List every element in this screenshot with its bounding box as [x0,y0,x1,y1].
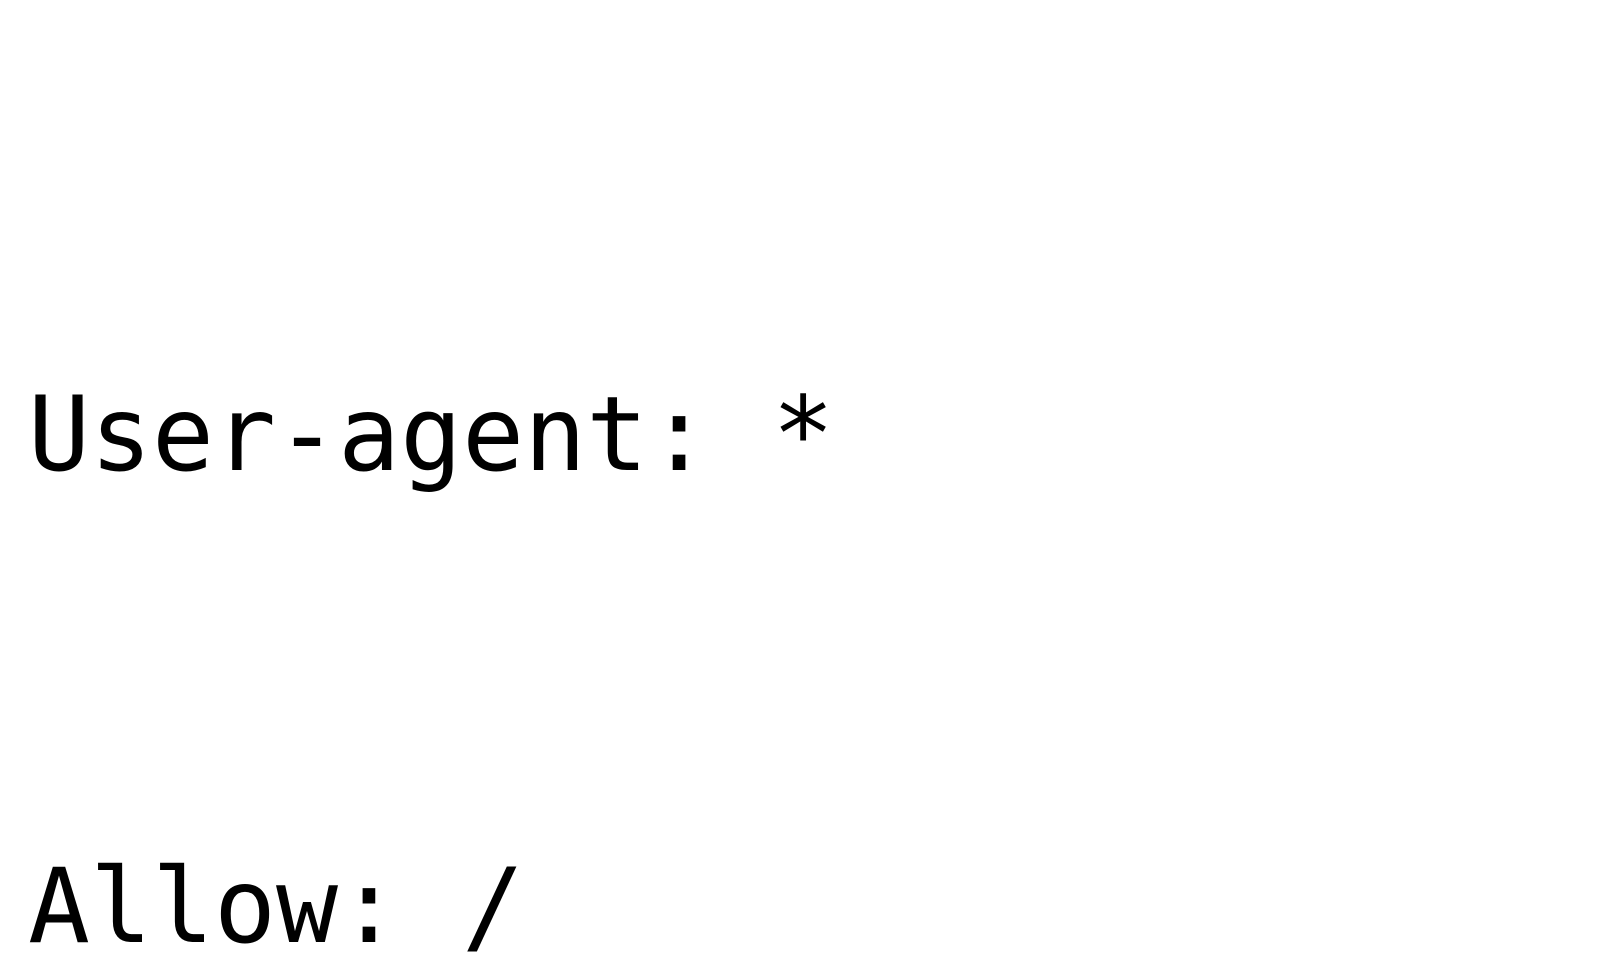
robots-line-allow-root: Allow: / [28,847,525,967]
robots-txt-content: User-agent: * Allow: / Disallow: /resour… [28,0,1580,977]
robots-line-user-agent: User-agent: * [28,375,835,495]
